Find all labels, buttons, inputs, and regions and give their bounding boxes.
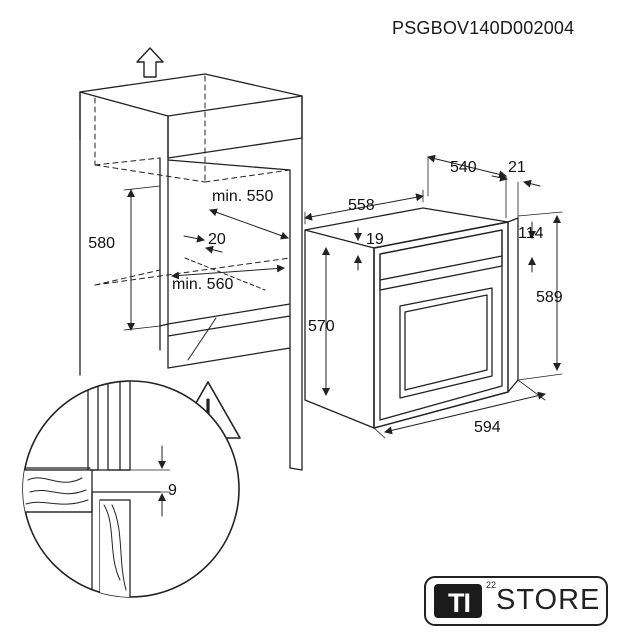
up-arrow-icon xyxy=(136,47,164,78)
store-logo: TI 22 STORE xyxy=(424,576,608,626)
label-cabinet-offset: 20 xyxy=(208,231,226,248)
document-code: PSGBOV140D002004 xyxy=(392,18,575,38)
label-oven-depth-body: 540 xyxy=(450,159,477,176)
label-oven-depth-total: 558 xyxy=(348,197,375,214)
logo-superscript: 22 xyxy=(486,580,497,590)
label-detail-gap: 9 xyxy=(168,482,177,499)
logo-word: STORE xyxy=(496,584,601,616)
label-oven-front: 21 xyxy=(508,159,526,176)
label-oven-width: 594 xyxy=(474,419,501,436)
cabinet-dimensions xyxy=(123,185,289,331)
logo-mark: TI xyxy=(448,588,471,618)
dimension-labels: 580 min. 550 20 min. 560 558 540 21 19 5… xyxy=(88,159,563,499)
label-cabinet-height: 580 xyxy=(88,235,115,252)
label-cabinet-depth: min. 560 xyxy=(172,276,233,293)
label-oven-height: 589 xyxy=(536,289,563,306)
oven-dimensions xyxy=(304,154,563,439)
label-oven-side-offset: 114 xyxy=(518,225,544,242)
label-oven-top-offset: 19 xyxy=(366,231,384,248)
label-cabinet-inner-width: min. 550 xyxy=(212,188,273,205)
logo-mark-box: TI xyxy=(434,584,482,618)
detail-view xyxy=(22,380,240,598)
cabinet-drawing xyxy=(79,47,303,471)
label-oven-body-height: 570 xyxy=(308,318,335,335)
oven-drawing xyxy=(304,207,519,429)
